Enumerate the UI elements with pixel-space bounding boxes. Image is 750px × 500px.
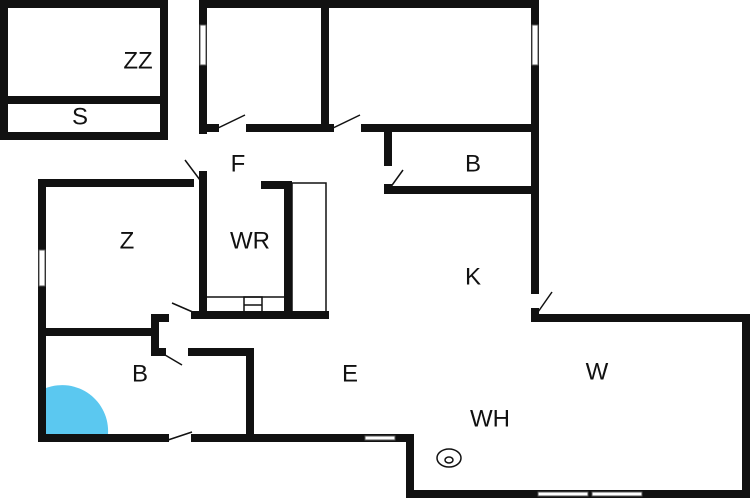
wall-seg xyxy=(384,184,539,194)
room-label-e: E xyxy=(342,360,358,387)
room-label-s: S xyxy=(72,103,88,130)
room-label-w: W xyxy=(586,358,609,385)
fixtures xyxy=(46,182,462,468)
room-label-b2: B xyxy=(132,360,148,387)
door-swing xyxy=(332,114,361,129)
zz-s-block-walls xyxy=(0,0,168,140)
left-outer-wall xyxy=(38,179,194,442)
window xyxy=(38,249,46,287)
door-swing xyxy=(167,431,193,441)
room-label-k: K xyxy=(465,263,481,290)
shower-area xyxy=(46,385,109,434)
wall-seg xyxy=(151,314,169,336)
room-label-wh: WH xyxy=(470,405,510,432)
stove-inner xyxy=(444,456,454,464)
living-outer-wall xyxy=(406,308,750,498)
door-swing xyxy=(217,114,246,129)
room-label-f: F xyxy=(231,150,246,177)
room-label-z: Z xyxy=(120,227,135,254)
room-label-zz: ZZ xyxy=(123,47,152,74)
door-swing xyxy=(537,291,553,313)
stove-icon xyxy=(436,448,462,468)
window xyxy=(364,435,396,441)
room-labels: ZZ S F B Z WR K B E W WH xyxy=(72,47,609,432)
window xyxy=(531,24,539,66)
window xyxy=(537,491,589,497)
top-outer-wall xyxy=(199,0,539,294)
window xyxy=(591,491,643,497)
wall-seg xyxy=(188,348,254,442)
doors xyxy=(159,114,553,441)
wall-seg xyxy=(38,328,166,356)
room-label-wr: WR xyxy=(230,227,270,254)
room-label-b: B xyxy=(465,150,481,177)
window xyxy=(199,24,207,66)
windows xyxy=(38,24,643,497)
door-swing xyxy=(389,169,404,189)
door-swing xyxy=(184,159,201,181)
counter xyxy=(291,182,327,316)
door-swing xyxy=(171,302,196,314)
wall-seg xyxy=(199,171,329,319)
door-swing xyxy=(159,351,183,366)
wall-seg xyxy=(261,181,292,319)
